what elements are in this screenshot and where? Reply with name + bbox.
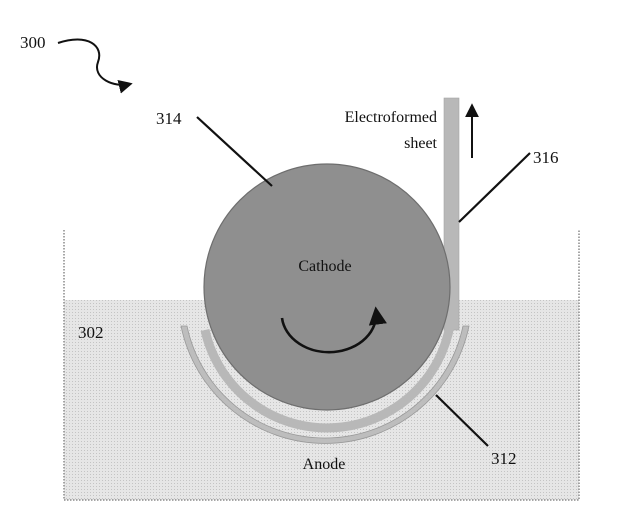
cathode-label: Cathode [298,258,351,275]
sheet-label-line2: sheet [404,135,437,152]
leader-line-314 [196,116,273,187]
anode-label: Anode [303,456,346,473]
cathode-drum [203,163,451,411]
tank-wall [63,230,580,501]
rotation-arrow [280,306,387,354]
sheet-label-line1: Electroformed [345,109,437,126]
ref-302: 302 [78,323,104,342]
leader-line-312 [435,394,489,447]
figure-number: 300 [20,33,46,52]
ref-314: 314 [156,109,182,128]
sheet-wrap [200,299,457,433]
leader-line-316 [458,152,531,223]
ref-316: 316 [533,148,559,167]
anode-plate [180,325,470,444]
figure-pointer-arrow [57,38,133,94]
ref-312: 312 [491,449,517,468]
